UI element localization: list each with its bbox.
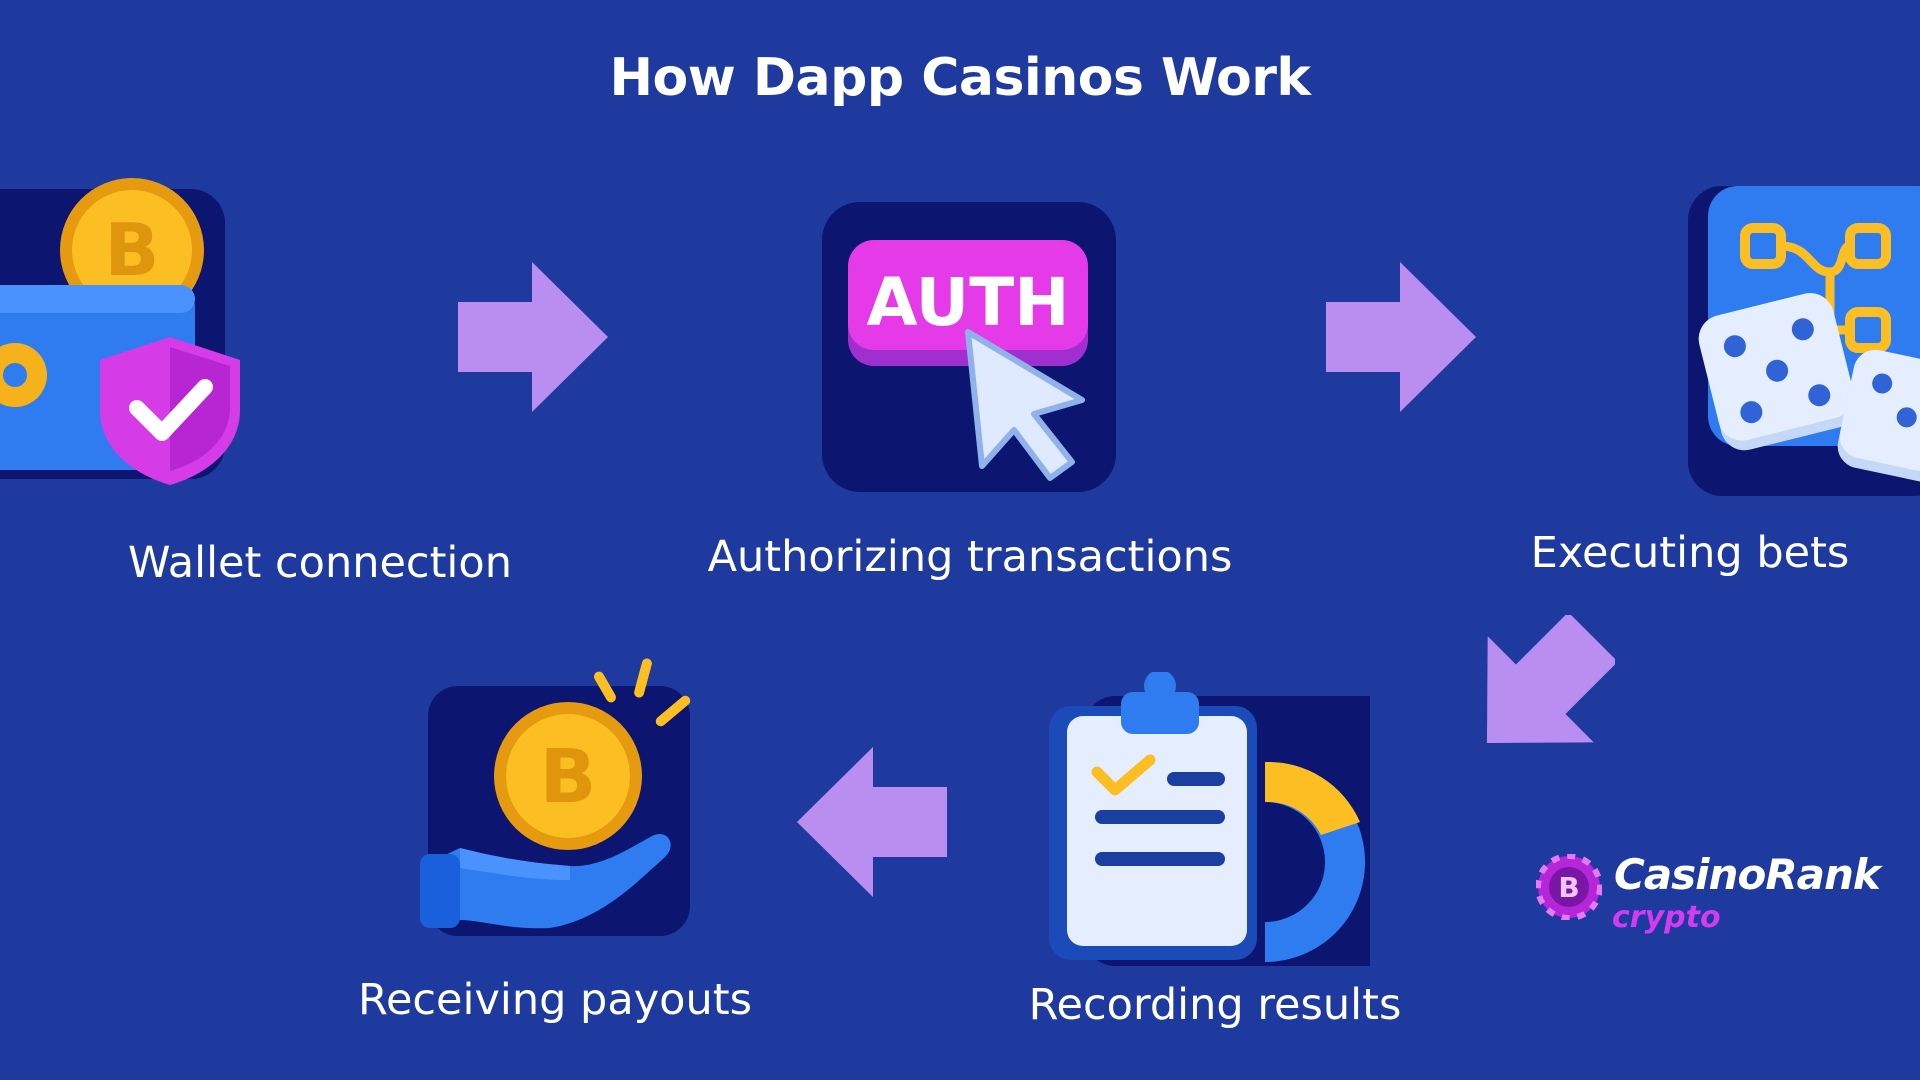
step-label-wallet-connection: Wallet connection — [128, 538, 512, 588]
step-label-receiving-payouts: Receiving payouts — [358, 975, 752, 1025]
casino-chip-icon: B — [1536, 854, 1602, 920]
diagram-title: How Dapp Casinos Work — [609, 48, 1311, 108]
auth-button-cursor-icon: AUTH — [822, 202, 1116, 492]
arrow-right-icon — [1326, 262, 1476, 412]
clipboard-chart-icon — [1049, 672, 1370, 966]
step-label-authorizing-transactions: Authorizing transactions — [707, 532, 1233, 582]
arrow-down-left-icon — [1486, 615, 1615, 744]
logo-name: CasinoRank — [1614, 850, 1881, 899]
svg-text:B: B — [540, 734, 596, 820]
svg-text:B: B — [1558, 871, 1579, 904]
arrow-left-icon — [797, 747, 947, 897]
step-label-executing-bets: Executing bets — [1530, 528, 1850, 578]
logo-sub: crypto — [1612, 900, 1721, 935]
svg-text:B: B — [105, 208, 160, 292]
auth-text: AUTH — [867, 264, 1070, 341]
arrow-right-icon — [458, 262, 608, 412]
hand-coin-icon: B — [420, 658, 691, 936]
dice-network-icon — [1688, 186, 1920, 496]
wallet-coin-shield-icon: B — [0, 178, 240, 485]
step-label-recording-results: Recording results — [1028, 980, 1402, 1030]
casinorank-logo: B CasinoRank crypto — [1536, 848, 1881, 948]
